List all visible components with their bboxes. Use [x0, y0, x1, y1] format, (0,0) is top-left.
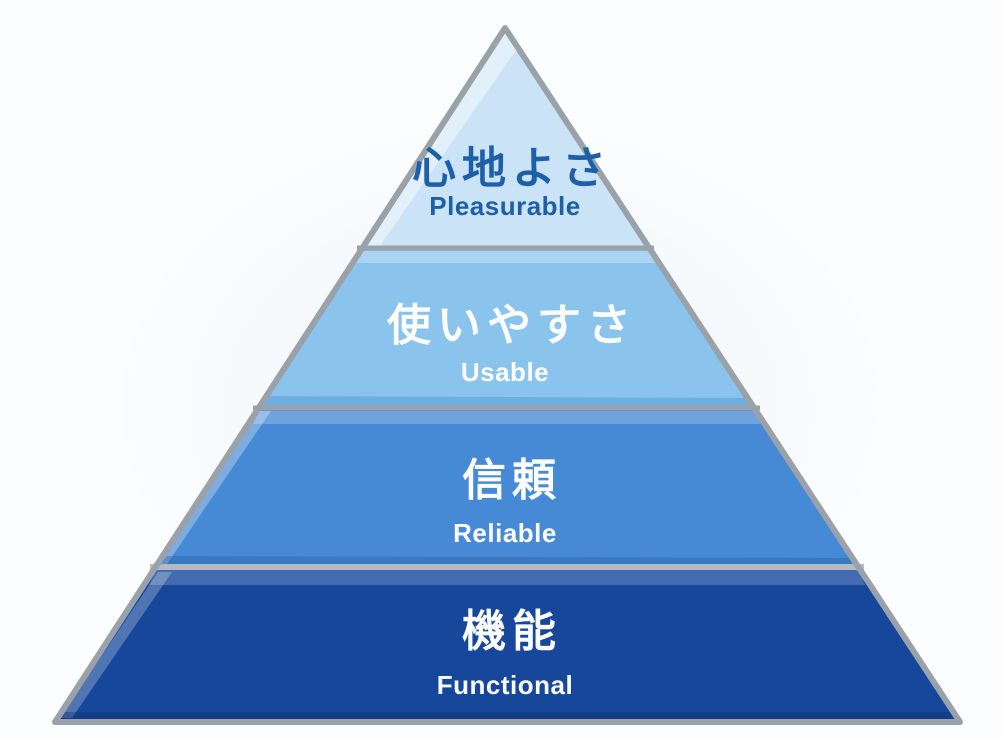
level4-left-sheen: [60, 572, 172, 718]
level2-jp-label: 使いやすさ: [387, 301, 637, 350]
pyramid-level-usable: [259, 248, 754, 408]
level3-en-label: Reliable: [453, 518, 557, 548]
level1-left-sheen: [366, 32, 516, 246]
pyramid-outline: [52, 25, 963, 725]
level2-en-label: Usable: [461, 357, 549, 387]
level4-bottom-shade: [56, 712, 958, 719]
level3-top-highlight: [253, 411, 761, 424]
level1-jp-label: 心地よさ: [412, 144, 612, 193]
level4-jp-label: 機能: [462, 607, 562, 656]
pyramid-level-functional: [55, 567, 960, 722]
level4-en-label: Functional: [437, 670, 573, 700]
pyramid-level-reliable: [156, 408, 858, 567]
level3-bottom-shade: [157, 556, 857, 564]
level3-jp-label: 信頼: [462, 456, 562, 505]
level1-en-label: Pleasurable: [429, 191, 580, 221]
level2-bottom-shade: [259, 396, 754, 406]
pyramid-level-pleasurable: [362, 28, 649, 248]
level4-top-highlight: [149, 570, 865, 585]
level2-top-highlight: [355, 251, 656, 263]
